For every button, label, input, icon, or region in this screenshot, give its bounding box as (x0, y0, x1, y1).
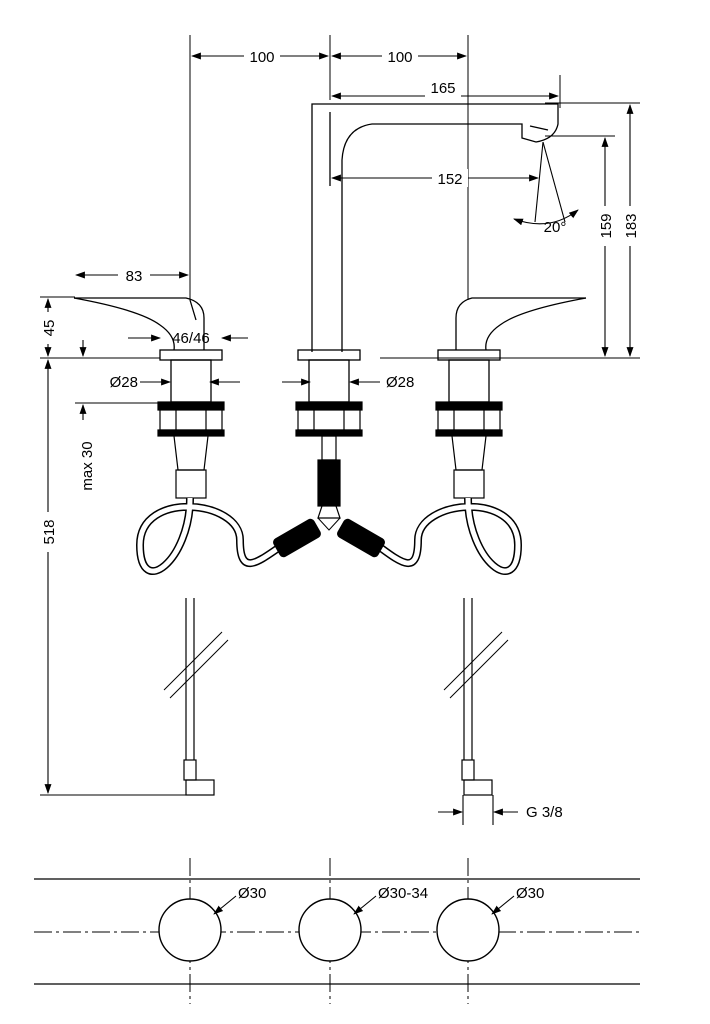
dim-max-thickness: max 30 (79, 441, 96, 490)
dim-spray-angle: 20° (544, 219, 567, 236)
dimension-labels: 100 100 165 152 20° 159 183 83 45 46/46 … (39, 47, 640, 902)
cutout-right-label: Ø30 (516, 885, 544, 902)
hoses (135, 497, 523, 575)
dim-spout-inner-reach: 152 (437, 171, 462, 188)
dim-handle-rotation: 46/46 (172, 330, 210, 347)
dim-spacing-right: 100 (387, 49, 412, 66)
dim-spacing-left: 100 (249, 49, 274, 66)
dimension-lines (44, 52, 634, 825)
dim-hose-length: 518 (41, 519, 58, 544)
left-handle (73, 297, 223, 403)
dim-spout-reach: 165 (430, 80, 455, 97)
hose-connectors (273, 517, 385, 558)
spout (297, 103, 559, 403)
dim-spout-base-diameter: Ø28 (386, 374, 414, 391)
right-handle (437, 297, 587, 403)
supply-pipes (183, 598, 493, 796)
dim-handle-base-diameter: Ø28 (110, 374, 138, 391)
break-marks (163, 631, 509, 699)
dim-connection-thread: G 3/8 (526, 804, 563, 821)
plan-view (34, 858, 640, 1004)
dim-handle-length: 83 (126, 268, 143, 285)
valve-bodies (173, 435, 487, 519)
dim-handle-height: 45 (41, 320, 58, 337)
cutout-center-label: Ø30-34 (378, 885, 428, 902)
mounting-nuts (157, 401, 503, 437)
dim-spout-outlet-height: 159 (598, 213, 615, 238)
dim-spout-total-height: 183 (623, 213, 640, 238)
extension-lines (40, 35, 640, 796)
cutout-left-label: Ø30 (238, 885, 266, 902)
